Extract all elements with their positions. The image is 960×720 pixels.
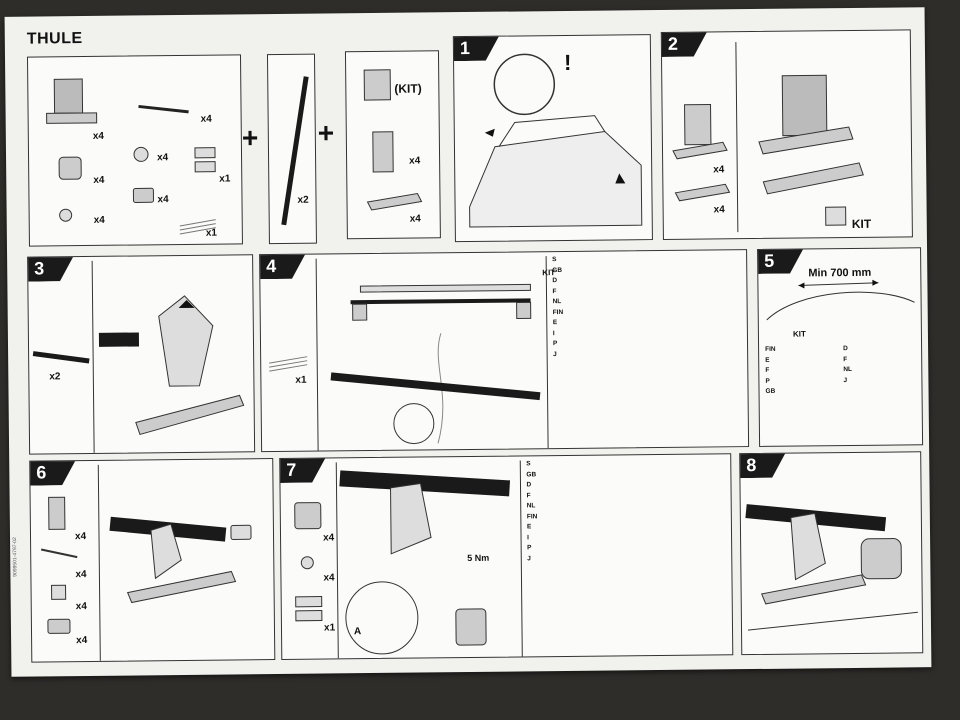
step-2-qty-pad: x4 <box>713 204 725 216</box>
step-6-panel: 6 x4 x4 x4 x4 <box>29 458 276 663</box>
step-7-qty-2: x4 <box>323 572 335 584</box>
plus-sign: + <box>241 122 259 154</box>
step-6-qty-2: x4 <box>75 569 87 581</box>
step-6-qty-3: x4 <box>75 601 87 613</box>
step-5-kit-label: KIT <box>792 329 806 339</box>
step-7-instructions: S GB D F NL FIN E I P J <box>526 458 725 565</box>
lang-code: E <box>526 523 532 531</box>
lang-code: P <box>552 340 558 348</box>
step-7-qty-3: x1 <box>323 622 336 634</box>
tighten-illustration <box>40 464 252 661</box>
qty-cover: x4 <box>93 174 105 186</box>
lang-code: D <box>552 277 558 285</box>
torque-label: 5 Nm <box>467 552 490 564</box>
lang-code: D <box>843 345 848 353</box>
qty-foot: x4 <box>92 130 105 142</box>
step-5-instructions: FIN E F P GB D F NL J <box>765 344 916 396</box>
kit-label: (KIT) <box>394 81 422 96</box>
lang-code: S <box>526 460 531 468</box>
contents-fittings-panel: x4 x4 x4 x4 x4 x4 x1 x1 <box>26 54 243 247</box>
step-3-qty: x2 <box>49 371 61 383</box>
callout-a: A <box>353 626 362 638</box>
step-1-panel: 1 ! <box>452 34 653 243</box>
car-roof-illustration <box>469 53 643 228</box>
lang-code: NL <box>526 502 536 510</box>
instruction-sheet: THULE x4 x4 x4 x4 x4 x4 x1 x1 + x2 <box>4 7 932 677</box>
qty-strips: x1 <box>205 227 218 239</box>
fittings-illustration <box>46 78 216 235</box>
qty-kit-bracket: x4 <box>409 213 421 225</box>
qty-washer: x4 <box>156 152 169 164</box>
lang-code: F <box>526 491 531 499</box>
qty-endcap: x4 <box>157 194 169 206</box>
step-2-qty-foot: x4 <box>713 164 725 176</box>
step-7-panel: 7 x4 x4 x1 5 Nm A S GB D F NL FIN E I P <box>279 453 734 660</box>
qty-kit-pad: x4 <box>409 155 421 167</box>
step-2-kit-label: KIT <box>851 216 872 231</box>
lang-code: FIN <box>526 512 538 520</box>
lang-code: E <box>552 319 558 327</box>
step-6-qty-4: x4 <box>76 635 88 647</box>
bar-measure-illustration <box>269 256 549 451</box>
contents-bars-panel: x2 <box>266 53 317 245</box>
step-6-qty-1: x4 <box>74 531 87 543</box>
document-code: 9099501-4797-02 <box>12 537 19 577</box>
step-3-panel: 3 x2 <box>27 254 256 455</box>
lang-code: J <box>553 350 557 358</box>
lang-code: P <box>527 544 532 552</box>
step-7-qty-1: x4 <box>322 532 335 544</box>
qty-tool: x4 <box>200 113 212 125</box>
step-5-panel: 5 Min 700 mm KIT FIN E F P GB D F NL J <box>757 247 924 447</box>
lock-illustration <box>294 460 523 659</box>
lang-code: GB <box>526 470 537 478</box>
min-distance-label: Min 700 mm <box>808 266 872 280</box>
lang-code: NL <box>552 298 562 306</box>
plus-sign-2: + <box>317 117 335 149</box>
bar-spacing-illustration <box>766 279 915 321</box>
bar-insert-illustration <box>32 260 245 453</box>
kit-illustration <box>363 69 423 211</box>
lang-code: J <box>843 376 848 384</box>
lang-code: J <box>527 554 531 562</box>
step-4-instructions: S GB D F NL FIN E I P J <box>552 254 741 361</box>
foot-assembly-illustration <box>672 42 864 233</box>
lang-code: NL <box>843 365 853 374</box>
contents-kit-panel: (KIT) x4 x4 <box>344 50 441 240</box>
lang-code: P <box>765 377 770 385</box>
qty-bars: x2 <box>297 194 309 206</box>
brand-logo: THULE <box>26 30 83 48</box>
lang-code: I <box>552 329 555 337</box>
lang-code: S <box>552 256 557 264</box>
lang-code: F <box>552 287 557 295</box>
step-2-panel: 2 x4 x4 KIT <box>660 29 913 240</box>
lang-code: I <box>527 533 529 541</box>
step-4-qty: x1 <box>295 374 307 386</box>
step-8-panel: 8 <box>739 451 924 656</box>
step-4-panel: 4 x1 KIT S GB D F NL FIN E I P J <box>259 249 750 453</box>
lang-code: FIN <box>552 308 564 316</box>
lang-code: GB <box>765 387 776 395</box>
end-cap-illustration <box>745 504 918 631</box>
lang-code: D <box>526 481 532 489</box>
lang-code: F <box>765 366 770 374</box>
caution-mark: ! <box>563 49 572 75</box>
qty-key: x4 <box>93 214 105 226</box>
lang-code: GB <box>552 266 563 274</box>
lang-code: E <box>765 356 770 364</box>
qty-lock: x1 <box>219 173 231 185</box>
lang-code: F <box>843 355 848 363</box>
load-bar-illustration <box>281 76 309 226</box>
lang-code: FIN <box>765 345 776 353</box>
